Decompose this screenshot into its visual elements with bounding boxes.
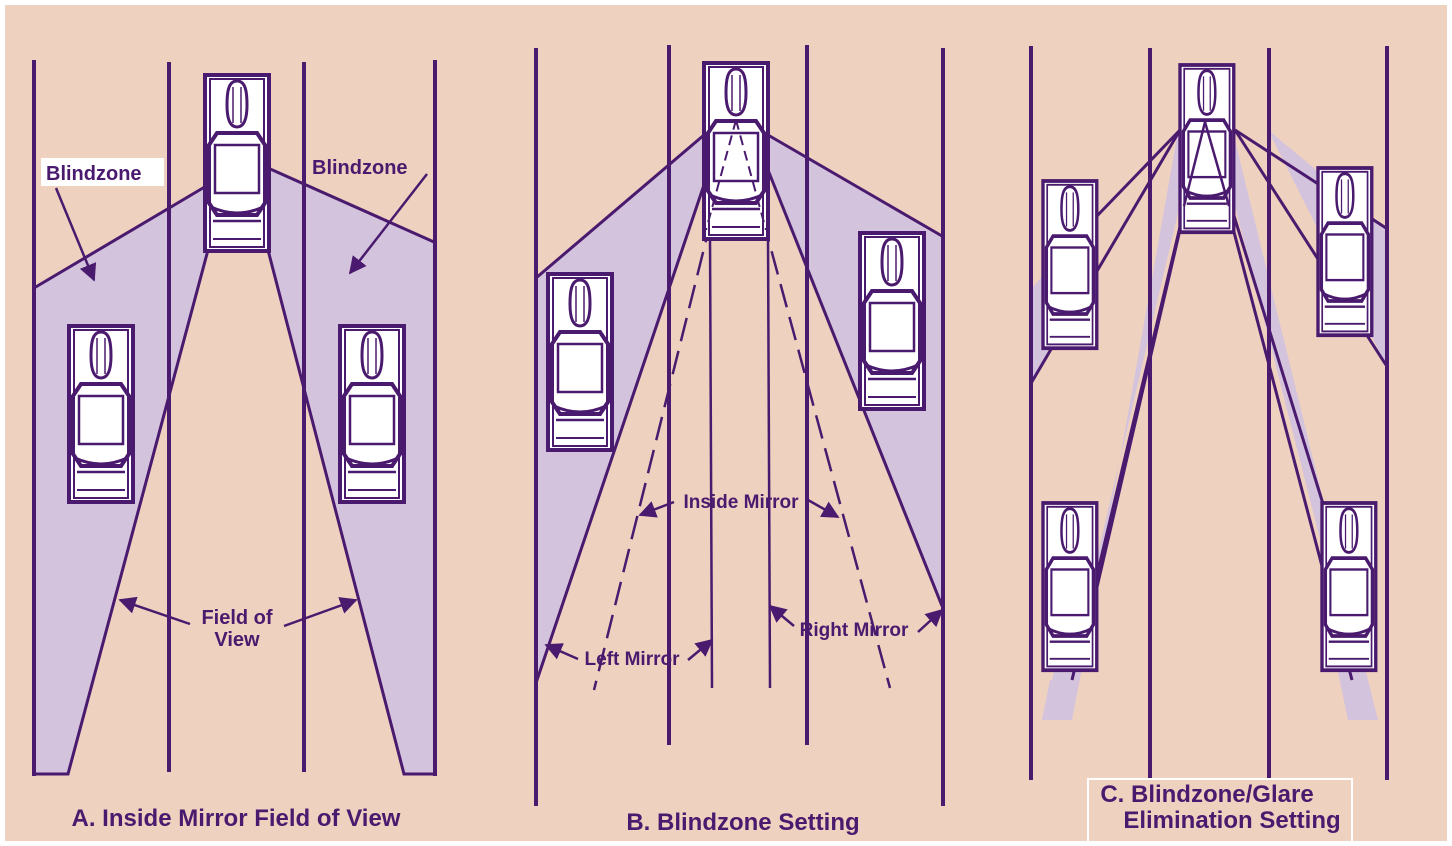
left-mirror-label: Left Mirror xyxy=(585,649,681,670)
inside-mirror-origin-c-right xyxy=(1203,121,1231,207)
field-of-view-label-line1: Field of xyxy=(201,607,272,629)
field-of-view-left-line xyxy=(34,249,210,776)
rear-band-right xyxy=(1338,672,1378,720)
left-mirror-inner-line xyxy=(534,169,711,684)
blindzone-label-box-left xyxy=(41,158,164,186)
blindzone-right-boundary xyxy=(267,166,435,244)
car-right-lower-c xyxy=(1320,501,1378,673)
right-mirror-label: Right Mirror xyxy=(800,620,909,641)
inside-mirror-view-left xyxy=(592,119,738,691)
field-of-view-arrow-right xyxy=(283,597,358,628)
field-of-view-arrow-left xyxy=(118,596,191,626)
left-mirror-outer-line-c xyxy=(1093,128,1182,220)
car-left-a xyxy=(67,324,135,504)
field-of-view-label-line2: View xyxy=(214,629,260,651)
car-right-upper-c xyxy=(1316,166,1374,338)
inside-mirror-view-right xyxy=(734,119,892,689)
caption-b: B. Blindzone Setting xyxy=(626,809,859,836)
car-right-b xyxy=(858,231,926,411)
blindzone-left-boundary xyxy=(33,183,209,290)
caption-a: A. Inside Mirror Field of View xyxy=(72,805,401,832)
right-mirror-inner-line xyxy=(766,169,944,607)
car-left-lower-c xyxy=(1041,501,1099,673)
panel-b: Inside Mirror Left Mirror Right Mirror B… xyxy=(534,45,945,836)
car-left-b xyxy=(546,272,614,452)
inside-mirror-origin-right xyxy=(735,119,767,231)
car-right-a xyxy=(338,324,406,504)
caption-c-frame xyxy=(1087,778,1353,844)
inside-mirror-label: Inside Mirror xyxy=(683,492,799,513)
inside-mirror-arrow-right xyxy=(807,498,840,519)
inside-mirror-origin-c-left xyxy=(1182,121,1207,207)
panel-a: Blindzone Blindzone Field of View A. Ins… xyxy=(32,60,437,832)
right-mirror-outer-line xyxy=(767,133,943,238)
left-mirror-arrow-to-lane xyxy=(687,638,714,661)
left-mirror-arrow-to-zone xyxy=(544,643,579,661)
blindzone-label-right: Blindzone xyxy=(312,157,408,179)
rear-band-left xyxy=(1042,672,1074,720)
inside-mirror-origin-left xyxy=(705,119,737,231)
panel-c: C. Blindzone/Glare Elimination Setting xyxy=(1028,46,1389,844)
blindzone-arrow-right xyxy=(348,173,428,275)
field-of-view-right-line xyxy=(266,249,434,776)
car-subject-a xyxy=(203,73,271,253)
caption-c-line1: C. Blindzone/Glare xyxy=(1100,781,1313,808)
car-subject-b xyxy=(702,61,770,241)
inside-mirror-arrow-left xyxy=(638,500,675,518)
car-left-upper-c xyxy=(1041,179,1099,351)
blindzone-label-left: Blindzone xyxy=(46,163,142,185)
caption-c-line2: Elimination Setting xyxy=(1123,807,1340,834)
left-mirror-outer-line xyxy=(535,133,705,280)
blindzone-arrow-left xyxy=(54,187,97,282)
inside-mirror-band-left xyxy=(1042,120,1198,720)
car-subject-c xyxy=(1178,63,1236,235)
right-mirror-arrow-to-zone xyxy=(917,608,944,633)
inside-mirror-rear-left xyxy=(708,235,714,689)
right-mirror-arrow-to-lane xyxy=(768,604,795,627)
